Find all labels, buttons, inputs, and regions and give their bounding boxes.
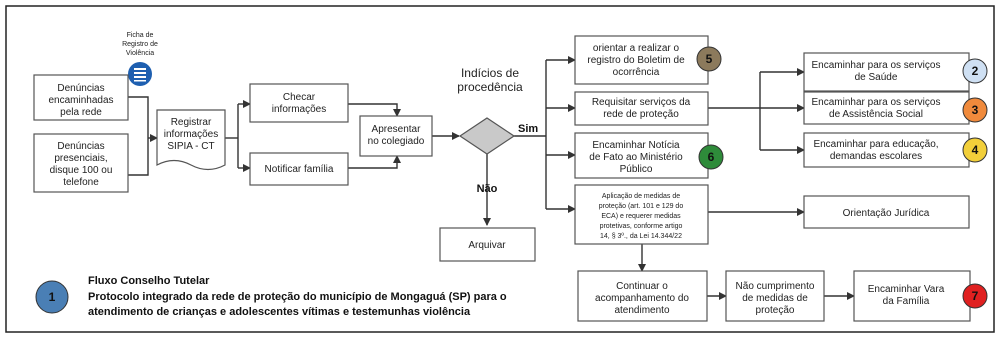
svg-text:Aplicação de medidas de: Aplicação de medidas de (602, 193, 680, 200)
node-orientacao-juridica: Orientação Jurídica (803, 195, 970, 229)
svg-text:5: 5 (706, 52, 713, 66)
decision-diamond (458, 117, 516, 155)
node-noticia-de-fato: Encaminhar Notícia de Fato ao Ministério… (574, 132, 709, 179)
node-notificar-familia: Notificar família (249, 152, 349, 186)
svg-text:de Assistência Social: de Assistência Social (829, 109, 923, 120)
badge-1 (35, 280, 69, 314)
svg-text:orientar a realizar o: orientar a realizar o (593, 43, 680, 54)
svg-text:proteção: proteção (756, 305, 795, 316)
badge-3: 3 (962, 97, 988, 123)
legend-line-1: Protocolo integrado da rede de proteção … (88, 291, 507, 303)
svg-text:da Família: da Família (883, 296, 930, 307)
node-checar-informacoes: Checar informações (249, 83, 349, 123)
svg-text:rede de proteção: rede de proteção (603, 109, 679, 120)
svg-text:3: 3 (972, 103, 979, 117)
node-boletim-ocorrencia: orientar a realizar o registro do Boleti… (574, 35, 709, 85)
decision-no-label: Não (477, 183, 498, 195)
svg-text:Denúncias: Denúncias (57, 83, 104, 94)
svg-text:Requisitar serviços da: Requisitar serviços da (592, 97, 691, 108)
decision-label: Indícios de procedência (457, 66, 523, 94)
svg-text:Encaminhar Notícia: Encaminhar Notícia (592, 140, 680, 151)
node-denuncias-encaminhadas: Denúncias encaminhadas pela rede (33, 74, 129, 121)
connectors (128, 56, 855, 300)
badge-7: 7 (962, 283, 988, 309)
svg-text:ocorrência: ocorrência (613, 67, 660, 78)
svg-text:procedência: procedência (457, 80, 523, 94)
svg-text:Violência: Violência (126, 50, 154, 57)
node-servicos-assistencia-social: Encaminhar para os serviços de Assistênc… (803, 91, 970, 125)
svg-text:proteção (art. 101 e 129 do: proteção (art. 101 e 129 do (599, 203, 684, 210)
svg-text:Encaminhar Vara: Encaminhar Vara (868, 284, 945, 295)
svg-text:Encaminhar para educação,: Encaminhar para educação, (813, 139, 938, 150)
svg-text:Encaminhar para os serviços: Encaminhar para os serviços (812, 97, 941, 108)
node-registrar-sipia: Registrar informações SIPIA - CT (156, 109, 226, 171)
node-educacao: Encaminhar para educação, demandas escol… (803, 132, 970, 168)
badge-4: 4 (962, 137, 988, 163)
svg-text:demandas escolares: demandas escolares (830, 151, 922, 162)
svg-text:Checar: Checar (283, 92, 316, 103)
node-nao-cumprimento: Não cumprimento de medidas de proteção (725, 270, 825, 322)
node-medidas-protecao: Aplicação de medidas de proteção (art. 1… (574, 184, 709, 245)
node-continuar-acompanhamento: Continuar o acompanhamento do atendiment… (577, 270, 708, 322)
svg-text:7: 7 (972, 289, 979, 303)
svg-text:Não cumprimento: Não cumprimento (736, 281, 815, 292)
svg-text:Indícios de: Indícios de (461, 66, 519, 80)
svg-text:Encaminhar para os serviços: Encaminhar para os serviços (812, 60, 941, 71)
svg-text:Apresentar: Apresentar (372, 124, 422, 135)
svg-text:Denúncias: Denúncias (57, 141, 104, 152)
svg-text:acompanhamento do: acompanhamento do (595, 293, 689, 304)
svg-text:14, § 3º., da Lei 14.344/22: 14, § 3º., da Lei 14.344/22 (600, 233, 682, 240)
svg-text:Registrar: Registrar (171, 117, 212, 128)
node-denuncias-presenciais: Denúncias presenciais, disque 100 ou tel… (33, 133, 129, 193)
svg-text:SIPIA - CT: SIPIA - CT (167, 141, 214, 152)
svg-text:encaminhadas: encaminhadas (48, 95, 113, 106)
node-vara-familia: Encaminhar Vara da Família (853, 270, 971, 322)
node-requisitar-servicos: Requisitar serviços da rede de proteção (574, 91, 709, 126)
svg-text:4: 4 (972, 143, 979, 157)
svg-text:de Fato ao Ministério: de Fato ao Ministério (589, 152, 683, 163)
badge-5: 5 (696, 46, 722, 72)
badge-2: 2 (962, 58, 988, 84)
node-apresentar-colegiado: Apresentar no colegiado (359, 115, 433, 157)
svg-text:atendimento: atendimento (614, 305, 669, 316)
svg-text:informações: informações (164, 129, 218, 140)
legend: 1 Fluxo Conselho Tutelar Protocolo integ… (35, 275, 507, 318)
svg-text:Ficha de: Ficha de (127, 32, 154, 39)
badge-1-number: 1 (49, 290, 56, 304)
svg-text:2: 2 (972, 64, 979, 78)
svg-text:ECA) e requerer medidas: ECA) e requerer medidas (601, 213, 681, 220)
svg-text:informações: informações (272, 104, 326, 115)
decision-yes-label: Sim (518, 123, 538, 135)
node-arquivar: Arquivar (439, 227, 536, 262)
svg-text:Público: Público (620, 164, 653, 175)
ficha-registro-label: Ficha de Registro de Violência (122, 32, 158, 57)
legend-line-2: atendimento de crianças e adolescentes v… (88, 306, 471, 318)
badge-6: 6 (698, 144, 724, 170)
svg-text:Continuar o: Continuar o (616, 281, 668, 292)
svg-text:no colegiado: no colegiado (368, 136, 425, 147)
svg-text:Orientação Jurídica: Orientação Jurídica (843, 208, 930, 219)
svg-text:Registro de: Registro de (122, 41, 158, 48)
svg-text:disque 100 ou: disque 100 ou (50, 165, 113, 176)
svg-text:de medidas de: de medidas de (742, 293, 808, 304)
legend-title: Fluxo Conselho Tutelar (88, 275, 210, 287)
svg-text:6: 6 (708, 150, 715, 164)
svg-text:pela rede: pela rede (60, 107, 102, 118)
document-list-icon (128, 62, 152, 86)
svg-text:protetivas, conforme artigo: protetivas, conforme artigo (600, 223, 683, 230)
svg-text:Arquivar: Arquivar (468, 240, 506, 251)
node-servicos-saude: Encaminhar para os serviços de Saúde (803, 52, 970, 92)
svg-text:de Saúde: de Saúde (855, 72, 898, 83)
svg-text:presenciais,: presenciais, (54, 153, 107, 164)
svg-text:Notificar família: Notificar família (265, 164, 334, 175)
svg-text:telefone: telefone (63, 177, 99, 188)
diagram-frame (5, 5, 995, 333)
svg-text:registro do Boletim de: registro do Boletim de (587, 55, 685, 66)
